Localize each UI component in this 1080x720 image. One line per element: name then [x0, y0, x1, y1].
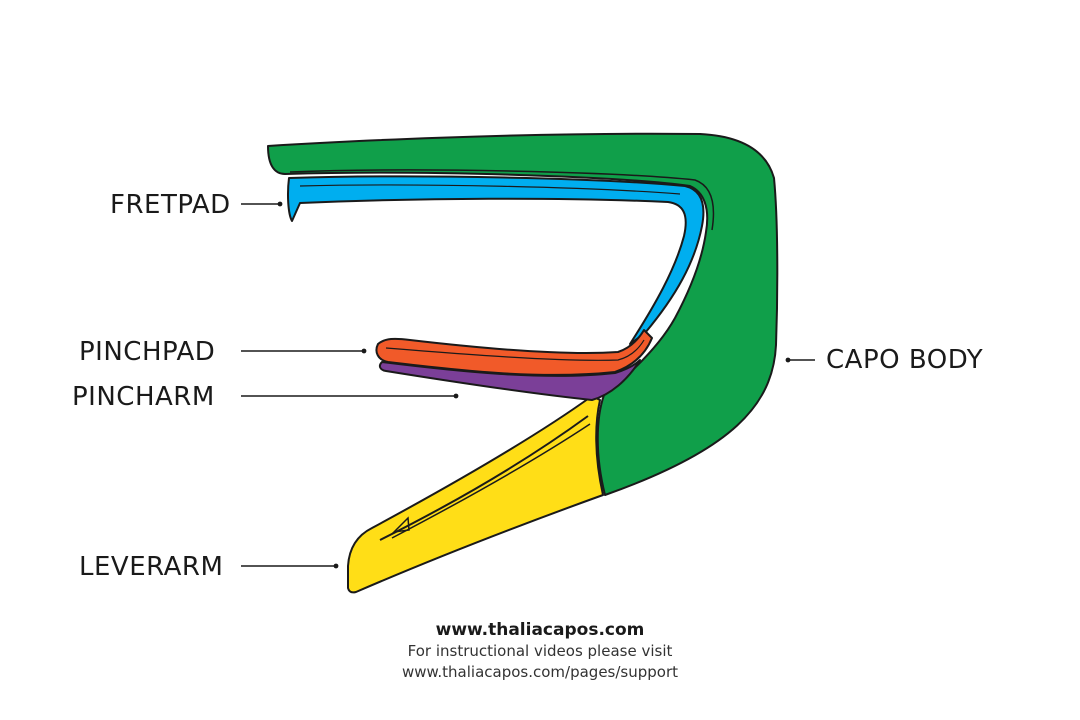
capo-body-inner-edge [289, 169, 715, 231]
pincharm-label: PINCHARM [72, 382, 215, 412]
capo-body-leader-dot [785, 357, 791, 363]
leverarm-notch [391, 516, 410, 534]
footer-support-link[interactable]: www.thaliacapos.com/pages/support [401, 663, 679, 681]
pinchpad-inner-line [385, 339, 645, 361]
footer-website-link[interactable]: www.thaliacapos.com [435, 620, 645, 640]
capo-body-label: CAPO BODY [826, 345, 984, 375]
leverarm-part [347, 395, 604, 594]
leverarm-groove-inner [391, 423, 591, 539]
leverarm-leader-dot [333, 563, 339, 569]
fretpad-part [287, 175, 705, 345]
leverarm-groove [379, 415, 589, 541]
fretpad-label: FRETPAD [110, 190, 231, 220]
leverarm-label: LEVERARM [79, 552, 224, 582]
pinchpad-label: PINCHPAD [79, 337, 216, 367]
pincharm-leader-dot [453, 393, 459, 399]
footer-instruction-text: For instructional videos please visit [407, 642, 673, 660]
fretpad-inner-line [299, 184, 681, 195]
pincharm-part [378, 359, 641, 401]
pinchpad-leader-dot [361, 348, 367, 354]
fretpad-leader-dot [277, 201, 283, 207]
capo-body-part [267, 132, 779, 496]
